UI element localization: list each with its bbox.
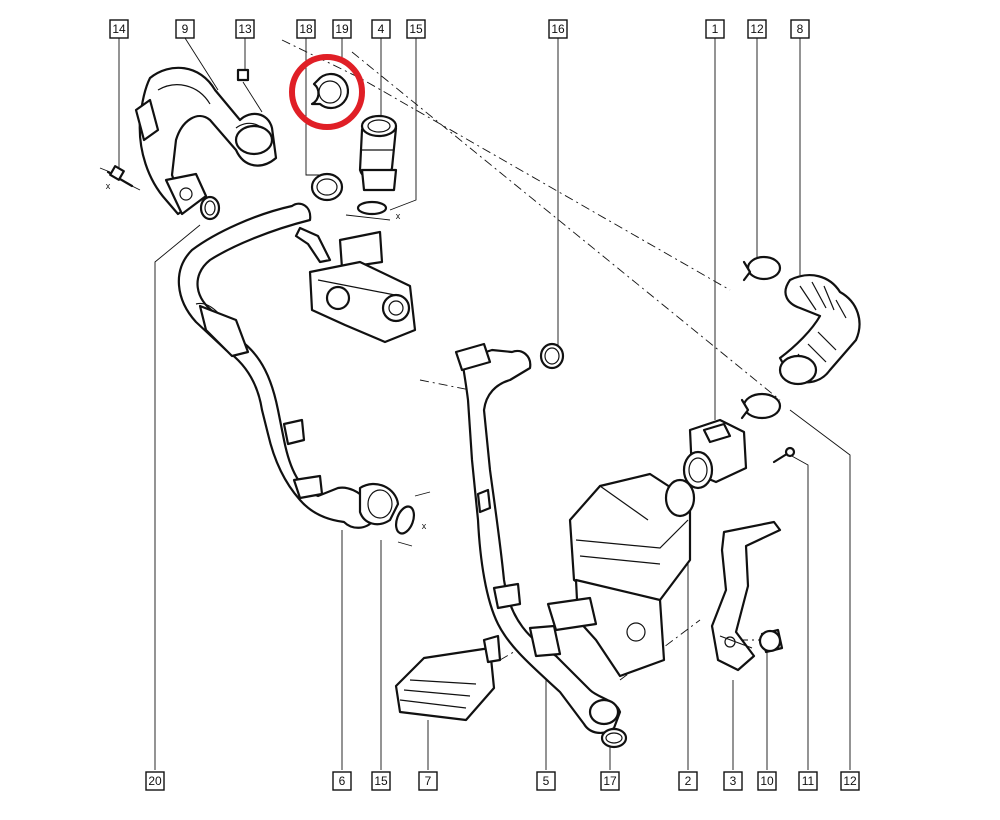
part-10-grommet — [758, 628, 784, 654]
callout-2: 2 — [685, 774, 692, 788]
callout-5: 5 — [543, 774, 550, 788]
part-17-oring — [600, 727, 628, 749]
part-19-clamp — [310, 72, 349, 110]
callout-13: 13 — [238, 22, 252, 36]
leader-lines — [118, 37, 851, 770]
part-11-screw — [772, 446, 796, 464]
callouts-bottom: 20 6 15 7 5 17 2 3 10 11 12 — [145, 771, 860, 791]
part-2-air-filter-housing — [546, 472, 692, 678]
callout-15-bottom: 15 — [374, 774, 388, 788]
part-15-upper-oring: x — [345, 200, 401, 221]
callout-14: 14 — [112, 22, 126, 36]
part-18-ring — [310, 172, 344, 202]
part-16-oring — [539, 342, 565, 370]
callout-12-top: 12 — [750, 22, 764, 36]
marker-x-14: x — [106, 181, 111, 191]
part-13-clip — [236, 68, 263, 113]
part-8-corrugated-duct — [778, 274, 861, 386]
part-9-upper-hose — [134, 66, 278, 216]
part-15-lower-oring: x — [394, 491, 431, 547]
callout-10: 10 — [760, 774, 774, 788]
part-5-middle-hose — [454, 342, 622, 734]
callout-3: 3 — [730, 774, 737, 788]
callouts-top: 14 9 13 18 19 4 15 16 1 12 8 — [109, 19, 810, 39]
marker-x-15a: x — [396, 211, 401, 221]
part-12-upper-clamp — [742, 255, 782, 282]
highlight-circle — [289, 54, 365, 130]
callout-11: 11 — [802, 774, 815, 788]
part-6-long-hose — [177, 202, 400, 529]
oring-flow-meter — [664, 478, 696, 518]
part-1-air-flow-meter — [682, 418, 748, 490]
callout-6: 6 — [339, 774, 346, 788]
callout-4: 4 — [378, 22, 385, 36]
part-14-bolt: x — [99, 165, 141, 191]
callout-1: 1 — [712, 22, 719, 36]
part-3-bracket — [710, 520, 782, 672]
callout-19: 19 — [335, 22, 349, 36]
callout-9: 9 — [182, 22, 189, 36]
part-20-seal — [199, 195, 221, 221]
callout-7: 7 — [425, 774, 432, 788]
part-4-coupling — [358, 114, 398, 192]
callout-18: 18 — [299, 22, 313, 36]
marker-x-15b: x — [422, 521, 427, 531]
callout-12-bottom: 12 — [843, 774, 857, 788]
part-12-lower-clamp — [740, 392, 782, 420]
callout-15-top: 15 — [409, 22, 423, 36]
egr-valve-assembly — [294, 226, 417, 344]
callout-16: 16 — [551, 22, 565, 36]
assembly-dash-lines — [281, 39, 781, 681]
callout-17: 17 — [603, 774, 617, 788]
part-7-heat-shield — [394, 634, 502, 722]
callout-8: 8 — [797, 22, 804, 36]
callout-20: 20 — [148, 774, 162, 788]
